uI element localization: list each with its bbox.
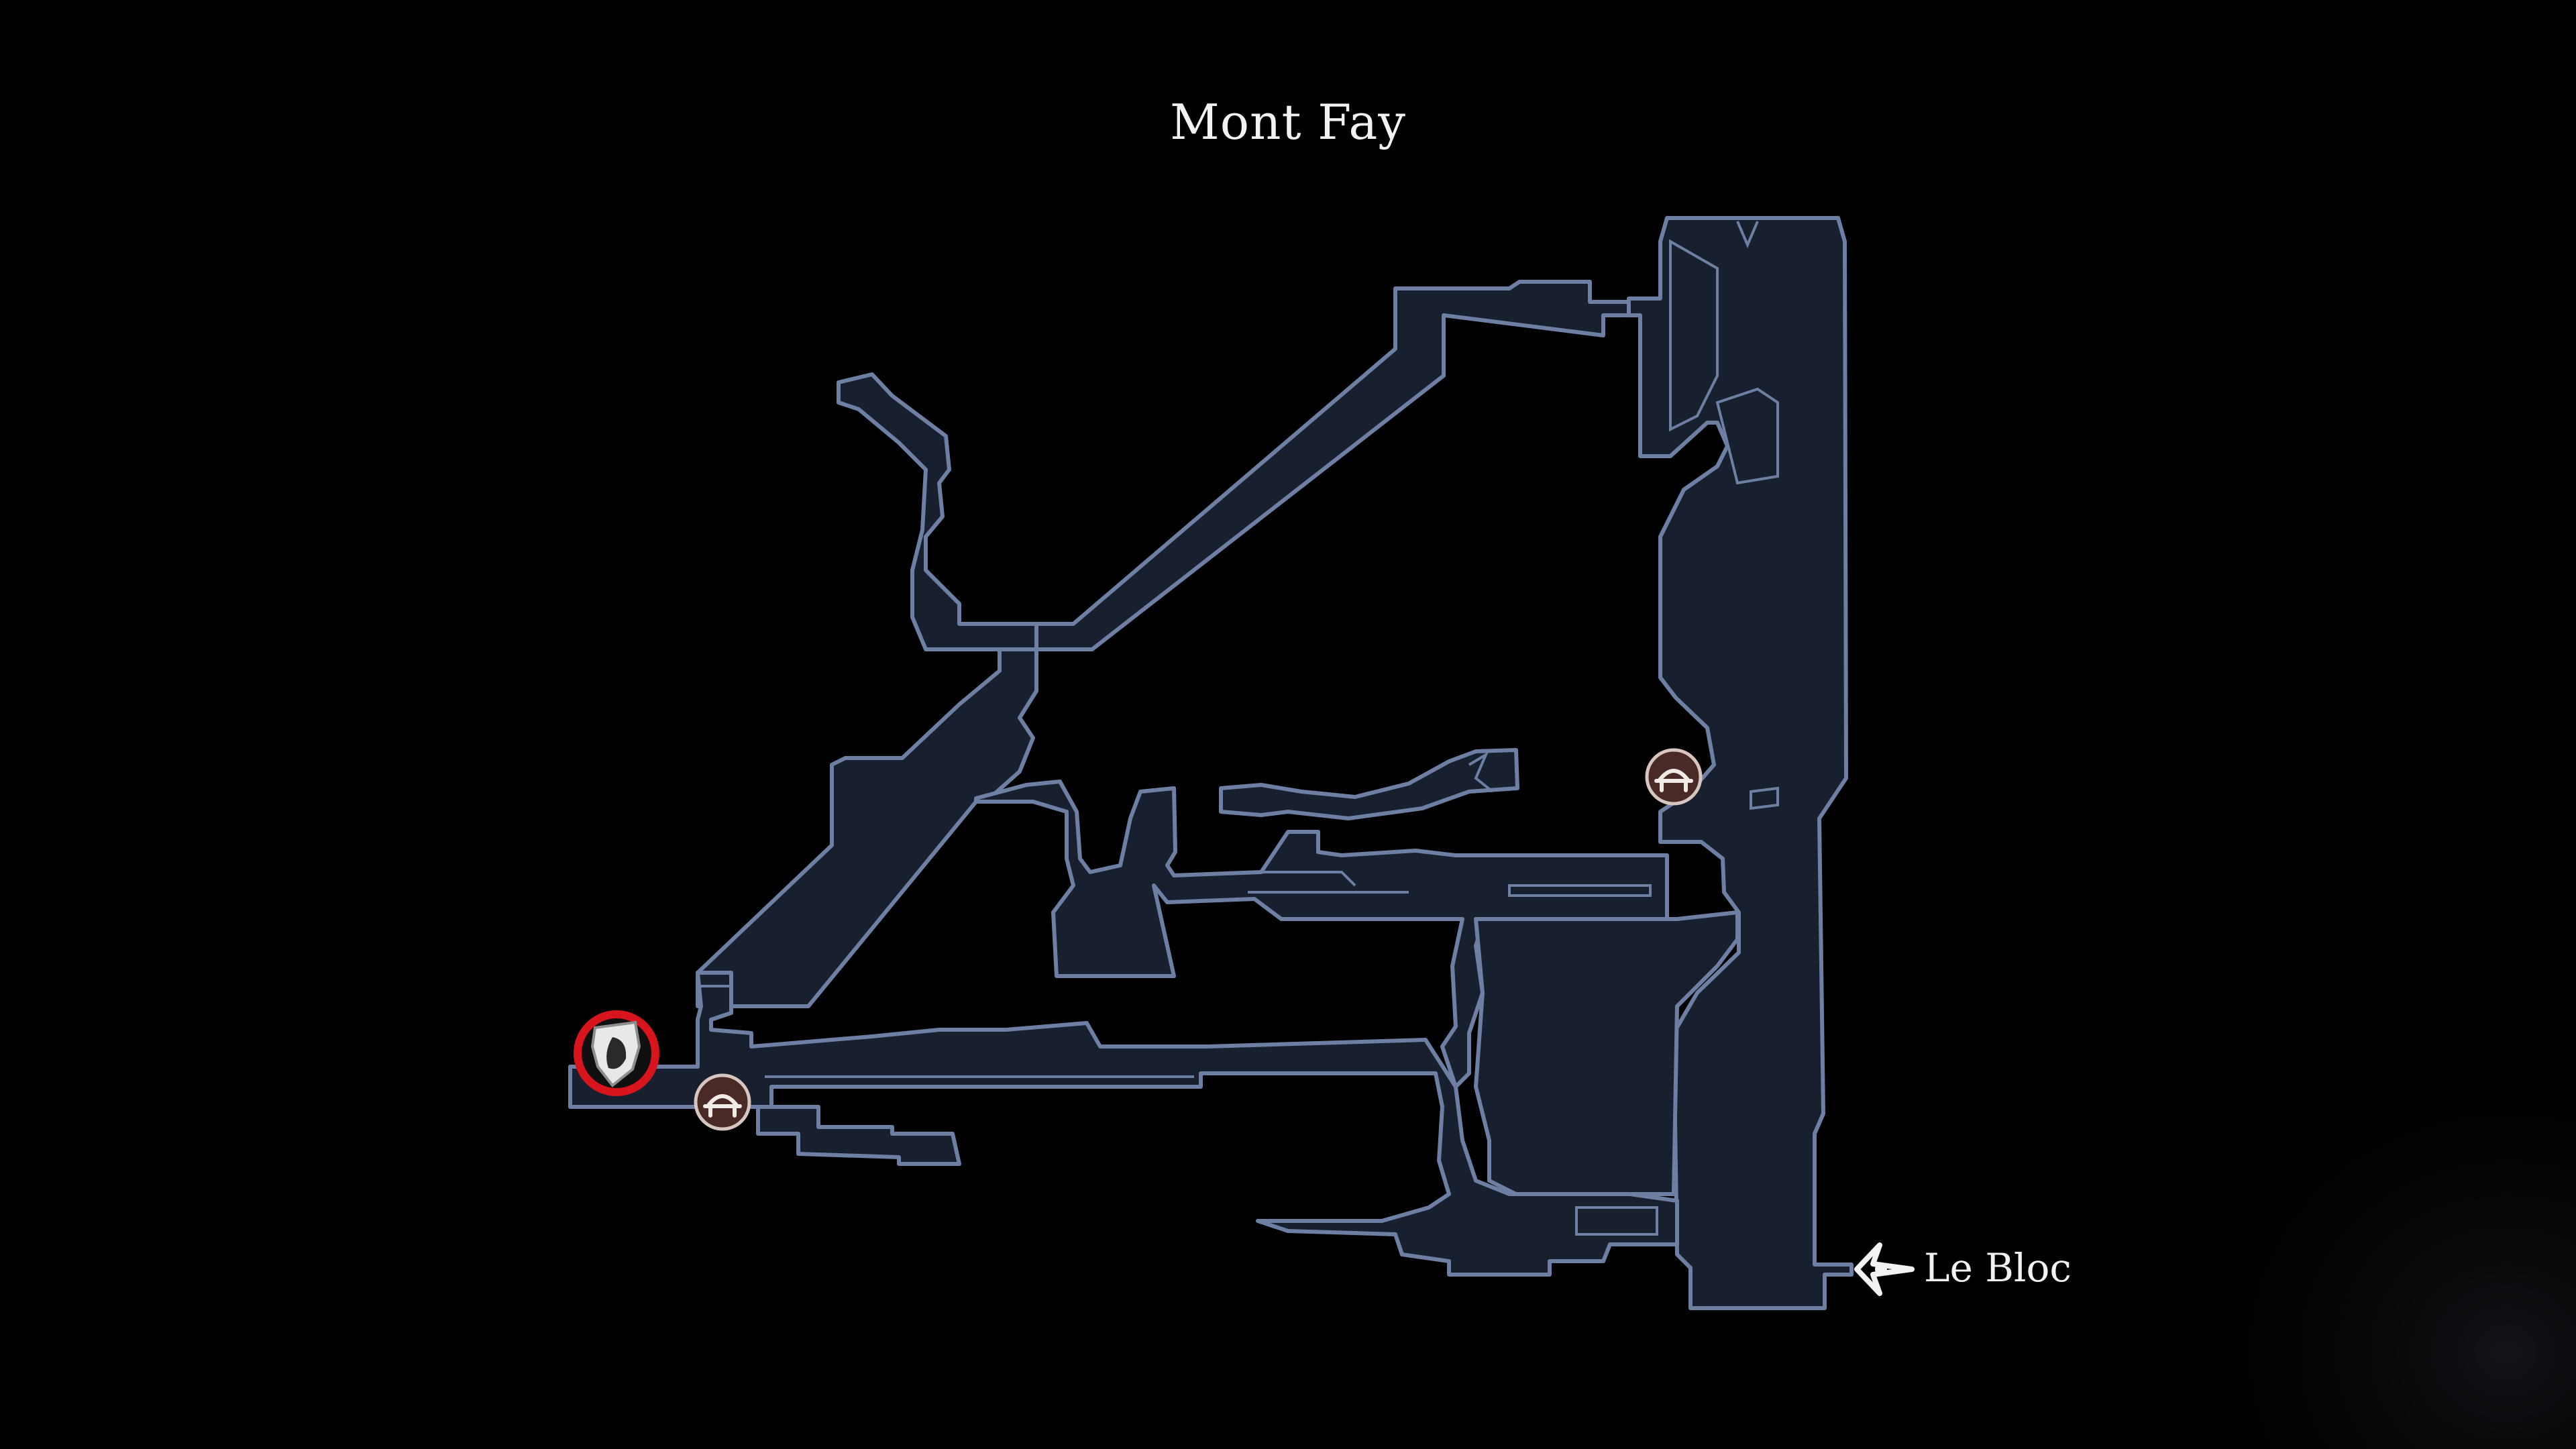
bench-marker[interactable] — [694, 1073, 751, 1131]
room-southwest-branch — [756, 1105, 961, 1166]
bench-icon — [1654, 769, 1693, 792]
room-west-diagonal — [696, 647, 1038, 1008]
room-north-corridor — [1034, 280, 1631, 651]
area-title: Mont Fay — [1170, 94, 1406, 150]
exit-arrow-icon[interactable] — [1854, 1242, 1915, 1296]
room-east-shaft — [1627, 216, 1854, 1310]
room-northwest-pipe — [837, 372, 1038, 651]
bench-icon — [703, 1094, 742, 1118]
bench-marker[interactable] — [1645, 748, 1703, 806]
room-east-chamber — [1474, 910, 1739, 1196]
room-south-corridor — [568, 971, 1679, 1277]
mask-shield-icon — [590, 1020, 641, 1087]
background-fog — [1878, 805, 2576, 1449]
map-detail-lines — [698, 221, 1779, 1236]
exit-label[interactable]: Le Bloc — [1924, 1245, 2072, 1291]
room-upper-ledge — [1219, 748, 1519, 820]
map-rooms — [568, 216, 1854, 1310]
current-location-marker[interactable] — [574, 1010, 659, 1096]
